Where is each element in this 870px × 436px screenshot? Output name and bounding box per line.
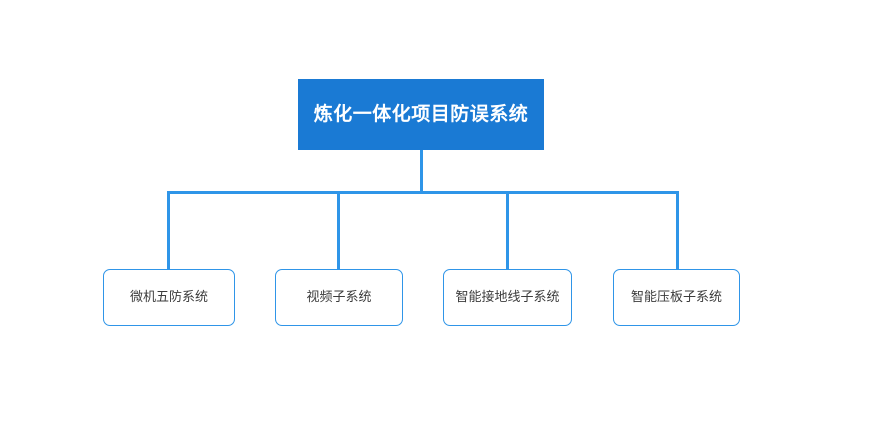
- node-root[interactable]: 炼化一体化项目防误系统: [298, 79, 544, 150]
- node-child-4-label: 智能压板子系统: [630, 290, 722, 305]
- node-root-label: 炼化一体化项目防误系统: [313, 103, 529, 125]
- node-child-1[interactable]: 微机五防系统: [103, 269, 235, 326]
- connector-root-stem: [420, 150, 423, 193]
- node-child-4[interactable]: 智能压板子系统: [613, 269, 740, 326]
- node-child-2[interactable]: 视频子系统: [275, 269, 403, 326]
- connector-drop-2: [337, 191, 340, 270]
- connector-drop-1: [167, 191, 170, 270]
- connector-drop-4: [676, 191, 679, 270]
- connector-drop-3: [506, 191, 509, 270]
- node-child-3-label: 智能接地线子系统: [455, 290, 560, 305]
- node-child-3[interactable]: 智能接地线子系统: [443, 269, 572, 326]
- node-child-2-label: 视频子系统: [306, 290, 372, 305]
- node-child-1-label: 微机五防系统: [129, 290, 208, 305]
- connector-horizontal-bus: [168, 191, 678, 194]
